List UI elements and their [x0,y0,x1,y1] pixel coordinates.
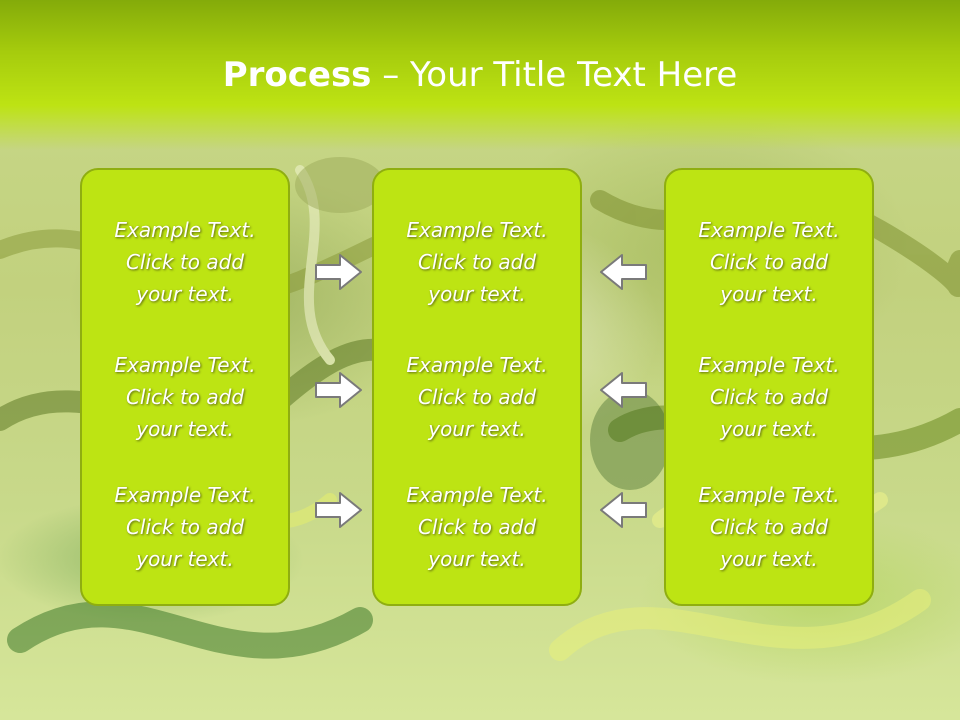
text-line: Example Text. [114,218,256,242]
text-line: Click to add [417,250,537,274]
process-box-left[interactable]: Example Text. Click to add your text. Ex… [80,168,290,606]
text-line: Click to add [709,250,829,274]
text-group[interactable]: Example Text. Click to add your text. [374,479,580,575]
arrow-right-icon [315,254,362,290]
text-line: your text. [720,547,818,571]
text-line: your text. [428,282,526,306]
slide-title[interactable]: Process – Your Title Text Here [0,52,960,98]
arrow-left-icon [600,254,647,290]
text-line: Example Text. [698,218,840,242]
text-line: Example Text. [698,353,840,377]
text-line: your text. [428,547,526,571]
text-group[interactable]: Example Text. Click to add your text. [666,349,872,445]
process-box-center[interactable]: Example Text. Click to add your text. Ex… [372,168,582,606]
text-line: your text. [720,417,818,441]
text-line: Example Text. [114,483,256,507]
text-line: Click to add [125,515,245,539]
text-line: your text. [136,547,234,571]
text-line: your text. [136,417,234,441]
title-bold: Process [222,55,372,95]
text-line: Example Text. [698,483,840,507]
text-line: Click to add [417,385,537,409]
text-group[interactable]: Example Text. Click to add your text. [82,479,288,575]
arrow-right-icon [315,372,362,408]
text-group[interactable]: Example Text. Click to add your text. [374,214,580,310]
title-bar [0,0,960,150]
text-line: Example Text. [114,353,256,377]
text-group[interactable]: Example Text. Click to add your text. [374,349,580,445]
process-box-right[interactable]: Example Text. Click to add your text. Ex… [664,168,874,606]
text-group[interactable]: Example Text. Click to add your text. [82,214,288,310]
text-line: Click to add [125,250,245,274]
text-group[interactable]: Example Text. Click to add your text. [82,349,288,445]
text-line: Click to add [709,385,829,409]
text-line: your text. [720,282,818,306]
arrow-left-icon [600,492,647,528]
text-line: Example Text. [406,483,548,507]
text-line: Click to add [417,515,537,539]
text-line: Example Text. [406,353,548,377]
arrow-left-icon [600,372,647,408]
text-line: your text. [428,417,526,441]
text-group[interactable]: Example Text. Click to add your text. [666,479,872,575]
text-line: your text. [136,282,234,306]
text-line: Example Text. [406,218,548,242]
text-line: Click to add [709,515,829,539]
text-group[interactable]: Example Text. Click to add your text. [666,214,872,310]
text-line: Click to add [125,385,245,409]
title-rest: – Your Title Text Here [371,55,738,95]
arrow-right-icon [315,492,362,528]
